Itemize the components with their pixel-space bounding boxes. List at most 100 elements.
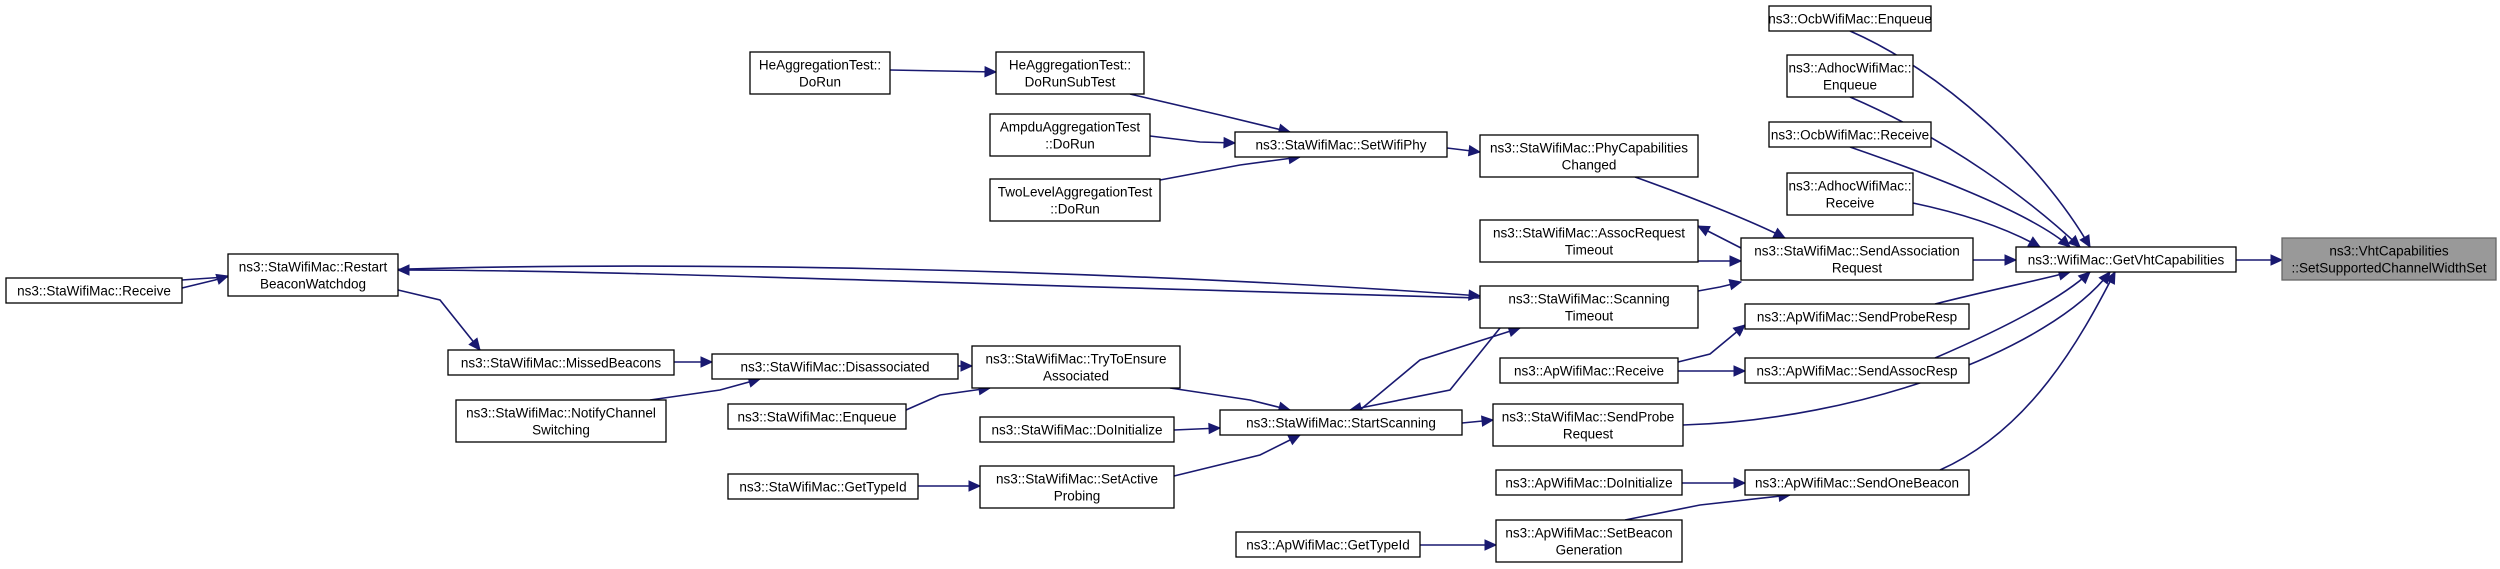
node-sta-recv[interactable]: ns3::StaWifiMac::Receive [5, 277, 183, 304]
edge-line [1169, 387, 1291, 411]
node-sta-doinit[interactable]: ns3::StaWifiMac::DoInitialize [979, 416, 1175, 443]
node-set[interactable]: ns3::VhtCapabilities::SetSupportedChanne… [2281, 237, 2497, 281]
node-label: AmpduAggregationTest [1000, 120, 1141, 135]
node-label: Associated [1043, 369, 1109, 384]
edge-n_assoctimeout-to-n_sendassocreq [1698, 255, 1743, 267]
node-sta-enq[interactable]: ns3::StaWifiMac::Enqueue [727, 403, 907, 430]
edge-n_sta_recv-to-n_restart [181, 273, 230, 289]
node-missed[interactable]: ns3::StaWifiMac::MissedBeacons [447, 349, 675, 376]
node-box [1786, 54, 1914, 98]
arrowhead-icon [1696, 225, 1711, 237]
node-ocb-recv[interactable]: ns3::OcbWifiMac::Receive [1768, 121, 1932, 148]
arrowhead-icon [1468, 289, 1482, 301]
arrowhead-icon [1729, 255, 1743, 267]
node-box [1479, 219, 1699, 263]
arrowhead-icon [1480, 415, 1495, 427]
node-label: ns3::VhtCapabilities [2329, 244, 2449, 259]
node-he-subtest[interactable]: HeAggregationTest::DoRunSubTest [995, 51, 1145, 95]
node-box [1499, 357, 1679, 384]
node-sendonebeacon[interactable]: ns3::ApWifiMac::SendOneBeacon [1744, 469, 1970, 496]
node-sendproberesp[interactable]: ns3::ApWifiMac::SendProbeResp [1744, 303, 1970, 330]
node-adhoc-enq[interactable]: ns3::AdhocWifiMac::Enqueue [1786, 54, 1914, 98]
arrowhead-icon [2077, 271, 2091, 285]
node-getvht[interactable]: ns3::WifiMac::GetVhtCapabilities [2015, 246, 2237, 273]
edge-line [1349, 327, 1501, 411]
node-ampdu[interactable]: AmpduAggregationTest::DoRun [989, 113, 1151, 157]
node-box [971, 345, 1181, 389]
arrowhead-icon [215, 273, 230, 285]
node-ocb-enq[interactable]: ns3::OcbWifiMac::Enqueue [1768, 5, 1932, 32]
node-label: ns3::StaWifiMac::Receive [17, 284, 171, 299]
node-box [447, 349, 675, 376]
node-label: ns3::StaWifiMac::NotifyChannel [466, 406, 656, 421]
arrowhead-icon [1287, 434, 1302, 446]
node-label: ns3::StaWifiMac::Disassociated [740, 360, 929, 375]
node-disassoc[interactable]: ns3::StaWifiMac::Disassociated [711, 353, 959, 380]
node-label: Switching [532, 423, 590, 438]
node-box [711, 353, 959, 380]
arrowhead-icon [1733, 477, 1747, 489]
edge-n_ap_recv-to-n_sendproberesp [1677, 324, 1746, 363]
edge-line [649, 378, 761, 401]
node-box [995, 51, 1145, 95]
arrowhead-icon [1733, 365, 1747, 377]
node-box [227, 253, 399, 297]
edge-n_ocb_enq-to-n_getvht [1849, 30, 2091, 249]
node-label: Receive [1826, 196, 1875, 211]
node-box [1219, 409, 1463, 436]
arrowhead-icon [2104, 270, 2116, 285]
node-label: ns3::ApWifiMac::SendAssocResp [1756, 364, 1957, 379]
edge-n_adhoc_enq-to-n_getvht [1849, 96, 2081, 248]
arrowhead-icon [2079, 234, 2091, 249]
node-box [2015, 246, 2237, 273]
node-label: ns3::ApWifiMac::DoInitialize [1505, 476, 1672, 491]
edge-line [1912, 202, 2041, 248]
node-label: ns3::ApWifiMac::Receive [1514, 364, 1664, 379]
arrowhead-icon [2027, 236, 2042, 248]
node-sta-gettypeid[interactable]: ns3::StaWifiMac::GetTypeId [727, 473, 919, 500]
node-label: ns3::StaWifiMac::SendProbe [1502, 410, 1675, 425]
node-adhoc-recv[interactable]: ns3::AdhocWifiMac::Receive [1786, 172, 1914, 216]
node-sendassocresp[interactable]: ns3::ApWifiMac::SendAssocResp [1744, 357, 1970, 384]
edge-n_missed-to-n_disassoc [674, 356, 714, 368]
node-label: ns3::ApWifiMac::SendProbeResp [1757, 310, 1957, 325]
node-twolevel[interactable]: TwoLevelAggregationTest::DoRun [989, 178, 1161, 222]
node-ap-doinit[interactable]: ns3::ApWifiMac::DoInitialize [1495, 469, 1683, 496]
node-he-dorun[interactable]: HeAggregationTest::DoRun [749, 51, 891, 95]
node-label: DoRunSubTest [1025, 75, 1116, 90]
node-ap-gettypeid[interactable]: ns3::ApWifiMac::GetTypeId [1235, 531, 1421, 558]
node-box [1786, 172, 1914, 216]
arrowhead-icon [1732, 324, 1746, 337]
node-box [979, 416, 1175, 443]
edge-n_sendassocresp-to-n_getvht [1934, 271, 2091, 359]
node-box [455, 399, 667, 443]
node-box [1492, 403, 1684, 447]
node-setwifiphy[interactable]: ns3::StaWifiMac::SetWifiPhy [1234, 131, 1448, 158]
nodes-layer: ns3::VhtCapabilities::SetSupportedChanne… [5, 5, 2497, 563]
edge-line [1129, 93, 1291, 133]
node-label: Probing [1054, 489, 1101, 504]
node-label: ns3::StaWifiMac::MissedBeacons [461, 356, 662, 371]
node-box [749, 51, 891, 95]
arrowhead-icon [984, 66, 998, 78]
node-startscan[interactable]: ns3::StaWifiMac::StartScanning [1219, 409, 1463, 436]
edge-n_startscan-to-n_sendprobereq [1461, 415, 1495, 427]
edge-n_ap_doinit-to-n_sendonebeacon [1682, 477, 1747, 489]
edge-line [1624, 494, 1791, 521]
node-box [1768, 5, 1932, 32]
node-label: ns3::StaWifiMac::StartScanning [1246, 416, 1436, 431]
edge-n_sendassocreq-to-n_getvht [1973, 254, 2018, 266]
node-ap-recv[interactable]: ns3::ApWifiMac::Receive [1499, 357, 1679, 384]
edge-n_sendprobereq-to-n_getvht [1682, 271, 2111, 426]
